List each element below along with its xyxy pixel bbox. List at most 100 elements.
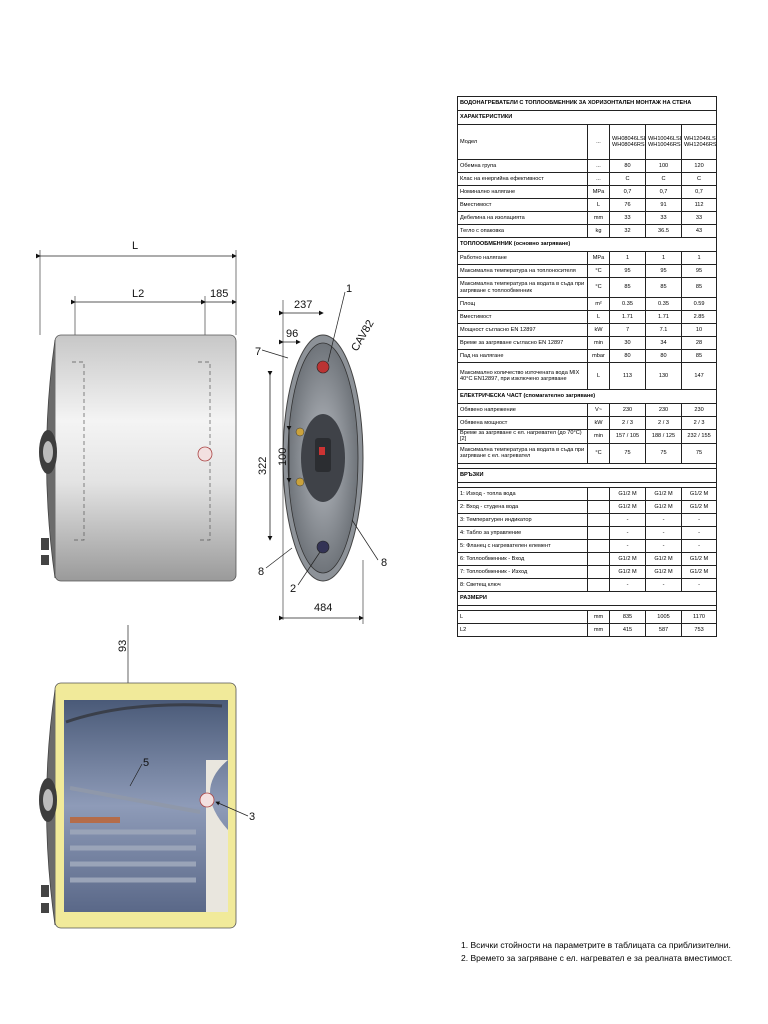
row-value: C [680, 172, 718, 186]
row-value: 95 [609, 264, 646, 278]
row-value: 43 [680, 224, 718, 238]
footnotes: 1. Всички стойности на параметрите в таб… [461, 939, 732, 965]
row-value: 112 [680, 198, 718, 212]
row-value: 80 [609, 159, 646, 173]
row-value: 147 [680, 362, 718, 390]
row-value: G1/2 M [609, 564, 646, 579]
row-label: 1: Изход - топла вода [457, 486, 588, 501]
dim-100-label: 100 [277, 448, 289, 466]
table-row: 5: Фланец с нагревателен елемент--- [457, 538, 718, 553]
row-value: 835 [609, 609, 646, 624]
row-value: G1/2 M [680, 486, 718, 501]
row-value: 0.59 [680, 297, 718, 311]
row-unit [587, 538, 610, 553]
row-label: Максимална температура на водата в съда … [457, 277, 588, 298]
row-value: 76 [609, 198, 646, 212]
row-value: 0.35 [645, 297, 682, 311]
row-value: 100 [645, 159, 682, 173]
row-unit [587, 486, 610, 501]
row-value: 113 [609, 362, 646, 390]
row-value: G1/2 M [645, 564, 682, 579]
row-value: 2 / 3 [645, 416, 682, 430]
callout-8: 8 [381, 557, 387, 569]
row-value: 32 [609, 224, 646, 238]
callout-3: 3 [249, 811, 255, 823]
row-unit: ... [587, 159, 610, 173]
cutaway-view: 93 5 3 [39, 625, 255, 929]
row-value: 232 / 155 [680, 429, 718, 444]
table-row: 8: Светещ ключ--- [457, 577, 718, 592]
row-unit [587, 577, 610, 592]
row-label: 6: Топлообменник - Вход [457, 551, 588, 566]
dim-cav-label: CAV82 [349, 318, 376, 353]
row-value: 1 [645, 251, 682, 265]
row-value: 30 [609, 336, 646, 350]
row-unit [587, 512, 610, 527]
row-label: L [457, 609, 588, 624]
row-unit: mm [587, 609, 610, 624]
row-value: 80 [609, 349, 646, 363]
row-value: 28 [680, 336, 718, 350]
row-label: 5: Фланец с нагревателен елемент [457, 538, 588, 553]
row-unit [587, 551, 610, 566]
row-value: 1005 [645, 609, 682, 624]
section-characteristics: ХАРАКТЕРИСТИКИ [456, 110, 718, 125]
row-label: Площ [457, 297, 588, 311]
section-dimensions: РАЗМЕРИ [456, 590, 718, 606]
table-row: Максимална температура на топлоносителя°… [457, 264, 718, 278]
row-label: Обявено напрежение [457, 403, 588, 417]
row-value: 1 [680, 251, 718, 265]
table-row: Максимална температура на водата в съда … [457, 442, 718, 464]
table-title-cell: ВОДОНАГРЕВАТЕЛИ С ТОПЛООБМЕННИК ЗА ХОРИЗ… [456, 96, 718, 111]
row-value: G1/2 M [609, 499, 646, 514]
model-unit: ... [587, 124, 610, 160]
section-dimensions-cell: РАЗМЕРИ [456, 590, 718, 606]
section-connections-cell: ВРЪЗКИ [456, 467, 718, 483]
row-value: G1/2 M [645, 486, 682, 501]
row-unit: °C [587, 277, 610, 298]
row-unit: ... [587, 172, 610, 186]
row-label: Работно налягане [457, 251, 588, 265]
row-value: 0,7 [645, 185, 682, 199]
row-value: G1/2 M [680, 499, 718, 514]
dim-93-label: 93 [117, 640, 129, 652]
row-value: 0,7 [680, 185, 718, 199]
row-unit: min [587, 336, 610, 350]
row-value: - [609, 512, 646, 527]
dim-L2-label: L2 [132, 288, 144, 300]
row-label: Мощност съгласно EN 12897 [457, 323, 588, 337]
dim-185-label: 185 [210, 288, 228, 300]
row-value: C [645, 172, 682, 186]
row-label: Номинално налягане [457, 185, 588, 199]
row-value: G1/2 M [645, 499, 682, 514]
row-value: 85 [680, 349, 718, 363]
row-value: G1/2 M [645, 551, 682, 566]
row-label: 3: Температурен индикатор [457, 512, 588, 527]
row-value: 95 [645, 264, 682, 278]
callout-6: 7 [255, 346, 261, 358]
row-label: 7: Топлообменник - Изход [457, 564, 588, 579]
row-value: C [609, 172, 646, 186]
row-value: 85 [609, 277, 646, 298]
row-value: - [645, 512, 682, 527]
row-value: 120 [680, 159, 718, 173]
row-value: G1/2 M [680, 551, 718, 566]
row-label: 8: Светещ ключ [457, 577, 588, 592]
row-value: 587 [645, 622, 682, 637]
row-value: 75 [609, 442, 646, 464]
specification-table: ВОДОНАГРЕВАТЕЛИ С ТОПЛООБМЕННИК ЗА ХОРИЗ… [456, 96, 718, 637]
row-value: 7 [609, 323, 646, 337]
